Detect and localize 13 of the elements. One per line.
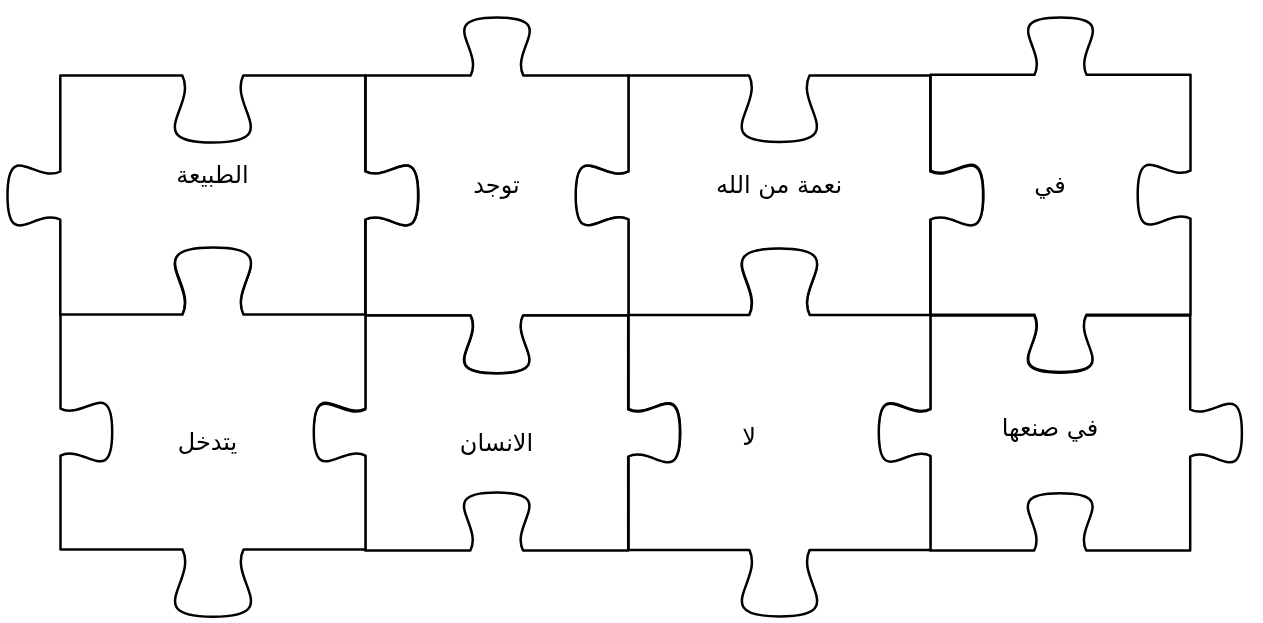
piece-label: في [1034, 170, 1066, 200]
puzzle-piece [363, 15, 630, 375]
piece-label: لا [742, 423, 756, 452]
piece-label: الانسان [459, 428, 534, 457]
piece-label: يتدخل [177, 428, 238, 457]
puzzle-piece [626, 247, 932, 618]
puzzle-piece [5, 73, 420, 317]
piece-label: نعمة من الله [715, 170, 843, 200]
piece-label: في صنعها [1001, 413, 1099, 442]
puzzle-piece [58, 246, 367, 619]
piece-label: الطبيعة [176, 160, 249, 190]
puzzle-piece [928, 16, 1192, 374]
piece-label: توجد [473, 170, 520, 200]
